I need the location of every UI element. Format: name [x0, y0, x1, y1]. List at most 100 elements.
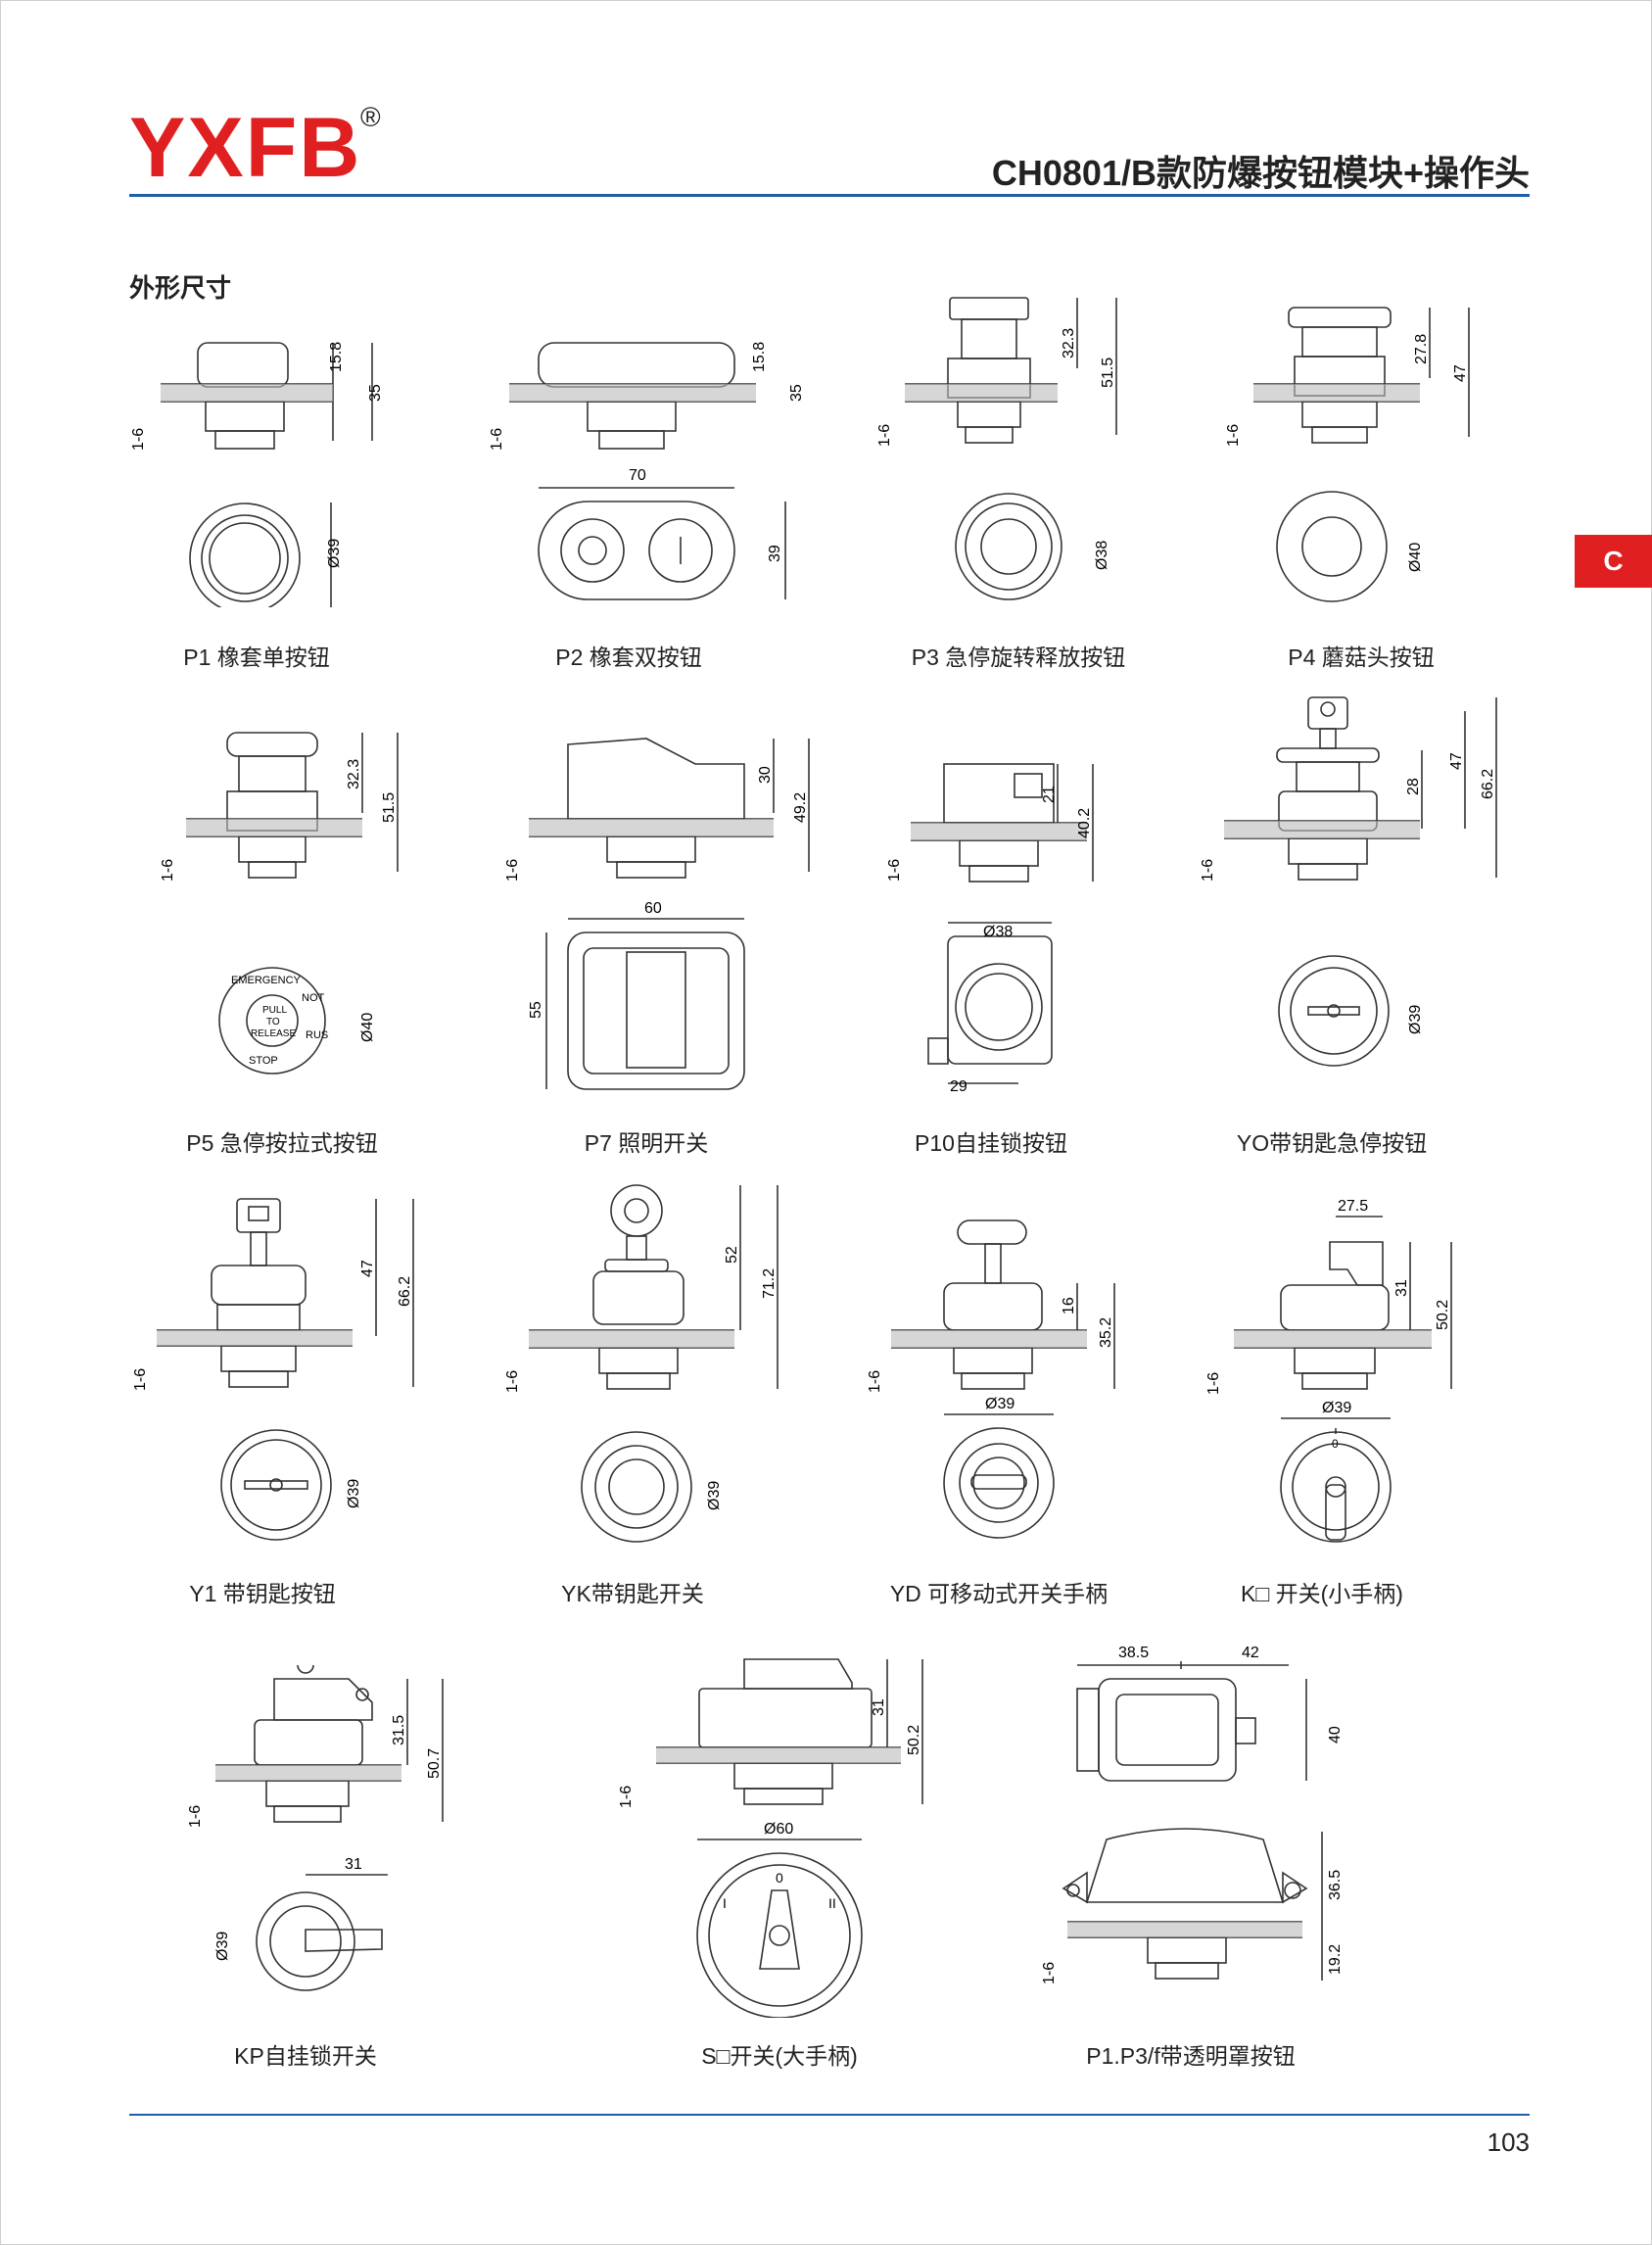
yd-dim-dia: Ø39 [985, 1396, 1015, 1412]
p10-dim-total: 40.2 [1076, 808, 1093, 838]
k-dim-panel: 1-6 [1205, 1372, 1222, 1395]
p3-drawing: 32.3 51.5 1-6 Ø38 [876, 297, 1117, 600]
caption-p3: P3 急停旋转释放按钮 [911, 645, 1126, 670]
yk-dim-panel: 1-6 [504, 1370, 521, 1393]
caption-p4: P4 蘑菇头按钮 [1288, 645, 1435, 670]
kp-dim-panel: 1-6 [187, 1805, 204, 1828]
p1-dim-total: 35 [367, 384, 384, 402]
yo-dim-dia: Ø39 [1407, 1005, 1424, 1034]
k-dim-dia: Ø39 [1322, 1400, 1351, 1416]
yd-dim-panel: 1-6 [867, 1370, 883, 1393]
y1-dim-dia: Ø39 [346, 1479, 362, 1508]
p5-face-to: TO [266, 1017, 280, 1027]
p10-dim-panel: 1-6 [886, 859, 903, 882]
y1-drawing: 47 66.2 1-6 Ø39 [132, 1198, 414, 1541]
p1p3f-dim-right: 42 [1242, 1645, 1259, 1661]
p7-drawing: 30 49.2 1-6 60 55 [504, 738, 810, 1090]
p5-face-pull: PULL [262, 1005, 287, 1016]
page-number: 103 [1487, 2127, 1530, 2157]
p10-dim-h: 21 [1041, 786, 1058, 803]
p4-dim-total: 47 [1452, 364, 1469, 382]
y1-dim-total: 66.2 [397, 1276, 413, 1307]
p4-dim-dia: Ø40 [1407, 543, 1424, 572]
kp-dim-width: 31 [345, 1856, 362, 1873]
yd-dim-h: 16 [1061, 1297, 1077, 1314]
caption-k: K□ 开关(小手柄) [1241, 1581, 1403, 1606]
p3-dim-dia: Ø38 [1094, 541, 1110, 570]
p2-dim-width: 70 [629, 467, 646, 484]
p4-dim-panel: 1-6 [1225, 424, 1242, 447]
p7-dim-h: 30 [757, 766, 774, 784]
s-mark-zero: 0 [776, 1870, 783, 1886]
caption-yk: YK带钥匙开关 [561, 1581, 704, 1606]
p4-drawing: 27.8 47 1-6 Ø40 [1225, 307, 1470, 602]
yo-dim-h: 28 [1405, 778, 1422, 795]
p1p3f-dim-height: 40 [1327, 1726, 1344, 1743]
k-dim-total: 50.2 [1435, 1300, 1451, 1330]
kp-drawing: 31.5 50.7 1-6 31 Ø39 [187, 1665, 444, 1991]
p1-dim-dia: Ø39 [326, 539, 343, 568]
p1p3f-dim-left: 38.5 [1118, 1645, 1149, 1661]
kp-dim-h: 31.5 [391, 1715, 407, 1745]
p2-dim-h: 15.8 [751, 342, 768, 372]
section-title: 外形尺寸 [129, 273, 232, 303]
p2-dim-height: 39 [767, 545, 783, 562]
caption-kp: KP自挂锁开关 [234, 2043, 377, 2069]
caption-yd: YD 可移动式开关手柄 [889, 1581, 1109, 1606]
side-tab: C [1575, 535, 1652, 588]
caption-p10: P10自挂锁按钮 [915, 1130, 1067, 1156]
registered-mark: ® [360, 102, 381, 132]
k-drawing: 27.5 31 50.2 1-6 Ø39 0 [1205, 1198, 1452, 1543]
p5-face-release: RELEASE [251, 1028, 296, 1039]
s-dim-panel: 1-6 [618, 1786, 635, 1808]
footer-rule [129, 2114, 1530, 2116]
p5-face-stop: STOP [249, 1055, 278, 1067]
page-title: CH0801/B款防爆按钮模块+操作头 [991, 153, 1530, 193]
k-mark-zero: 0 [1332, 1437, 1339, 1451]
yk-drawing: 52 71.2 1-6 Ø39 [504, 1184, 779, 1543]
p5-dim-h: 32.3 [346, 759, 362, 789]
yo-drawing: 28 47 66.2 1-6 Ø39 [1200, 696, 1497, 1067]
k-dim-h: 31 [1393, 1279, 1410, 1297]
caption-p1: P1 橡套单按钮 [183, 645, 330, 670]
p5-face-rus: RUS [306, 1029, 328, 1041]
p7-dim-width: 60 [644, 900, 662, 917]
p1-drawing: 15.8 35 1-6 Ø39 [130, 342, 384, 607]
p10-dim-dia: Ø38 [983, 924, 1013, 940]
s-dim-total: 50.2 [906, 1725, 922, 1755]
s-dim-dia: Ø60 [764, 1821, 793, 1838]
yo-dim-total: 66.2 [1480, 769, 1496, 799]
p10-dim-width: 29 [950, 1078, 968, 1095]
s-mark-one: I [723, 1895, 727, 1911]
p1-dim-panel: 1-6 [130, 428, 147, 451]
p5-face-emergency: EMERGENCY [231, 975, 302, 986]
caption-p5: P5 急停按拉式按钮 [186, 1130, 378, 1156]
p5-dim-panel: 1-6 [160, 859, 176, 882]
p5-drawing: 32.3 51.5 1-6 Ø40 EMERGENCY NOT RUS STOP… [160, 732, 399, 1075]
p2-dim-panel: 1-6 [490, 428, 505, 451]
p1p3f-dim-panel: 1-6 [1041, 1962, 1058, 1984]
kp-dim-dia: Ø39 [214, 1932, 231, 1961]
caption-s: S□开关(大手柄) [701, 2043, 858, 2069]
s-dim-h: 31 [871, 1698, 887, 1716]
k-dim-width: 27.5 [1338, 1198, 1368, 1215]
p1p3f-drawing: 38.5 42 40 36.5 19.2 1-6 [1041, 1645, 1344, 1984]
yo-dim-mid: 47 [1448, 752, 1465, 770]
s-drawing: 31 50.2 1-6 Ø60 0 I II [618, 1658, 923, 2018]
caption-yo: YO带钥匙急停按钮 [1236, 1130, 1428, 1156]
p2-dim-total: 35 [788, 384, 805, 402]
p10-drawing: 21 40.2 1-6 Ø38 29 [886, 763, 1094, 1095]
y1-dim-panel: 1-6 [132, 1368, 149, 1391]
brand-logo: YXFB [129, 101, 362, 195]
p5-dim-dia: Ø40 [359, 1013, 376, 1042]
s-mark-two: II [828, 1895, 836, 1911]
p2-drawing: 15.8 35 1-6 70 39 [490, 342, 805, 600]
yd-drawing: 16 35.2 1-6 Ø39 [867, 1219, 1115, 1539]
p7-dim-panel: 1-6 [504, 859, 521, 882]
p7-dim-height: 55 [528, 1001, 544, 1019]
p3-dim-h: 32.3 [1061, 328, 1077, 358]
p5-face-not: NOT [302, 992, 325, 1004]
p1p3f-dim-lower: 19.2 [1327, 1944, 1344, 1975]
y1-dim-h: 47 [359, 1260, 376, 1277]
caption-p7: P7 照明开关 [584, 1130, 709, 1156]
